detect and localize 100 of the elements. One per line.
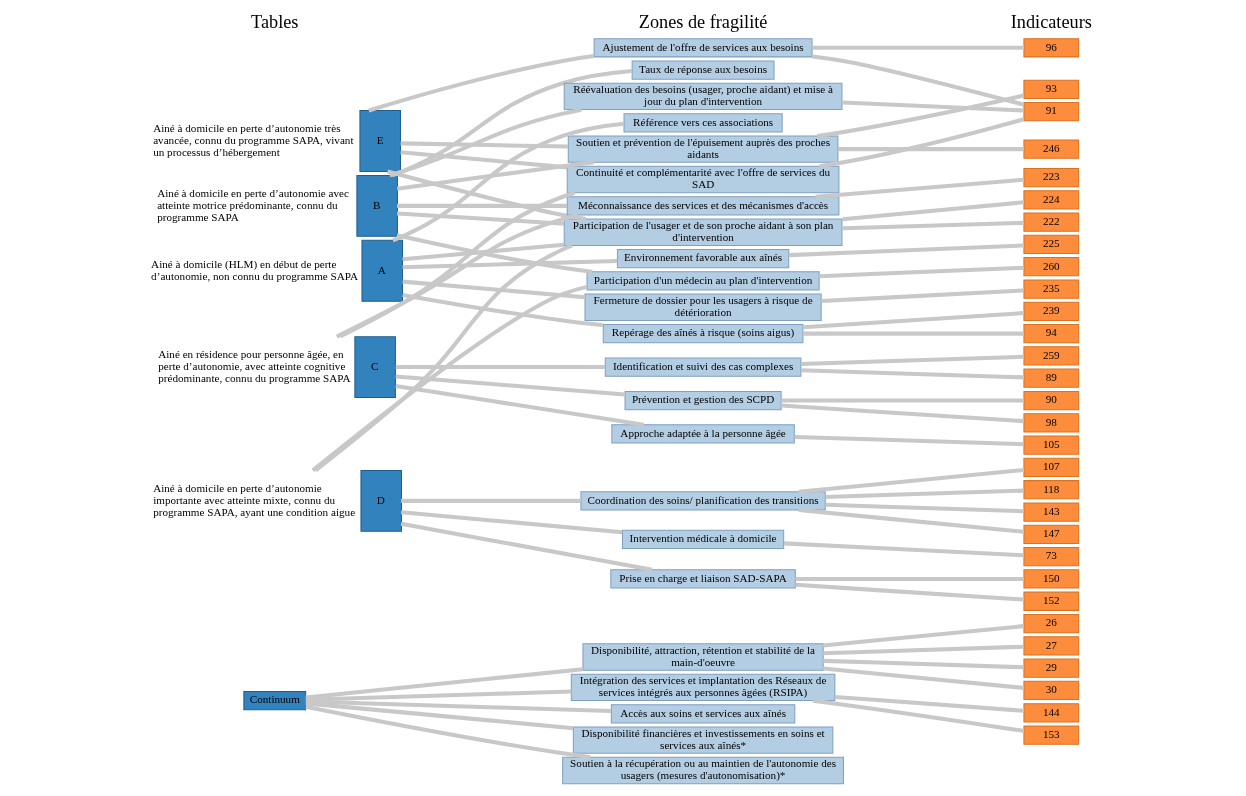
node-box: 153 bbox=[1023, 725, 1080, 745]
node-box: 222 bbox=[1023, 212, 1080, 232]
node-box: Fermeture de dossier pour les usagers à risque de détérioration bbox=[584, 293, 822, 321]
node-box: 152 bbox=[1023, 591, 1080, 611]
node-box: Taux de réponse aux besoins bbox=[631, 60, 775, 80]
connector bbox=[305, 689, 572, 702]
label: Indicateurs bbox=[1010, 11, 1092, 32]
node-box: 235 bbox=[1023, 279, 1080, 299]
connector bbox=[401, 498, 581, 503]
node-box: Coordination des soins/ planification des transitions bbox=[580, 491, 826, 511]
connector bbox=[823, 644, 1024, 656]
node-box: 94 bbox=[1023, 324, 1080, 344]
connector bbox=[812, 698, 1025, 733]
node-box: 225 bbox=[1023, 234, 1080, 255]
node-label: Ainé à domicile (HLM) en début de perte d’autonomie, non connu du programme SAPA bbox=[151, 257, 359, 282]
node-box: Soutien et prévention de l'épuisement auprès des proches aidants bbox=[567, 135, 839, 163]
node-box: 26 bbox=[1023, 613, 1080, 634]
node-box: Continuum bbox=[243, 690, 307, 711]
connector bbox=[795, 576, 1024, 581]
node-box: 89 bbox=[1023, 368, 1080, 388]
connector bbox=[400, 510, 623, 535]
connector bbox=[305, 701, 574, 731]
connector bbox=[823, 666, 1024, 690]
connector bbox=[305, 699, 612, 713]
connector bbox=[311, 284, 588, 472]
connector bbox=[781, 398, 1024, 403]
connector bbox=[305, 704, 591, 760]
connector bbox=[812, 54, 1025, 107]
label: Tables bbox=[251, 11, 299, 32]
node-label: Ainé à domicile en perte d’autonomie avec atteinte motrice prédominante, connu du programme SAPA bbox=[157, 186, 349, 223]
connector bbox=[794, 434, 1024, 447]
connector bbox=[812, 45, 1024, 50]
connector bbox=[816, 93, 1025, 138]
connector bbox=[314, 243, 573, 472]
node-box: Repérage des aînés à risque (soins aigus) bbox=[602, 324, 804, 344]
node-box: 246 bbox=[1023, 139, 1080, 159]
connector bbox=[803, 331, 1024, 336]
node-box: 143 bbox=[1023, 502, 1080, 522]
node-box: Disponibilité financières et investissements en soins et services aux aînés* bbox=[572, 726, 834, 754]
connector bbox=[800, 354, 1024, 366]
node-box: 147 bbox=[1023, 524, 1080, 544]
node-box: 239 bbox=[1023, 301, 1080, 321]
connector bbox=[402, 292, 604, 328]
connector bbox=[396, 233, 593, 274]
connector bbox=[339, 190, 576, 339]
connector bbox=[392, 121, 624, 243]
connector bbox=[798, 508, 1025, 534]
node-box: 224 bbox=[1023, 190, 1080, 210]
node-box: Participation d'un médecin au plan d'intervention bbox=[586, 271, 820, 291]
connector bbox=[396, 211, 565, 226]
connector bbox=[335, 213, 579, 339]
connector bbox=[842, 220, 1024, 231]
connector bbox=[819, 265, 1024, 279]
connector bbox=[397, 203, 568, 208]
label: Zones de fragilité bbox=[638, 11, 768, 32]
node-box: 150 bbox=[1023, 569, 1080, 589]
connector bbox=[823, 658, 1024, 670]
node-box: Ajustement de l'offre de services aux besoins bbox=[593, 38, 813, 58]
connector bbox=[395, 365, 605, 370]
node-box: Identification et suivi des cas complexes bbox=[604, 357, 802, 377]
node-box: Intervention médicale à domicile bbox=[622, 529, 785, 550]
node-box: 144 bbox=[1023, 703, 1080, 723]
node-box: 259 bbox=[1023, 346, 1080, 366]
node-box: 93 bbox=[1023, 79, 1080, 99]
node-box: Continuité et complémentarité avec l'offre de services du SAD bbox=[566, 165, 840, 194]
connector bbox=[389, 107, 582, 178]
connector bbox=[396, 160, 595, 191]
node-box: 96 bbox=[1023, 38, 1080, 58]
connector bbox=[402, 279, 586, 300]
connector bbox=[842, 100, 1024, 113]
connector bbox=[815, 177, 1024, 199]
node-box: 27 bbox=[1023, 636, 1080, 656]
node-box: Intégration des services et implantation des Réseaux de services intégrés aux personnes âgées (RSIPA) bbox=[570, 673, 836, 702]
connector bbox=[387, 169, 587, 222]
connector bbox=[400, 150, 568, 170]
connector bbox=[803, 311, 1025, 330]
node-box: Soutien à la récupération ou au maintien de l'autonomie des usagers (mesures d'autonomisation)* bbox=[562, 756, 844, 785]
node-box: Référence vers ces associations bbox=[623, 113, 783, 133]
node-label: Ainé en résidence pour personne âgée, en perte d’autonomie, avec atteinte cognitive prédominante, connu du programme SAPA bbox=[158, 347, 351, 385]
node-box: Approche adaptée à la personne âgée bbox=[611, 424, 795, 444]
connector bbox=[842, 200, 1024, 222]
node-box: 91 bbox=[1023, 102, 1080, 122]
node-box: 73 bbox=[1023, 547, 1080, 567]
connector bbox=[400, 141, 568, 149]
node-box: Prévention et gestion des SCPD bbox=[624, 390, 782, 411]
connector bbox=[834, 695, 1024, 713]
connector bbox=[402, 259, 618, 270]
node-box: 107 bbox=[1023, 457, 1080, 478]
connector bbox=[391, 69, 633, 178]
node-box: Méconnaissance des services et des mécanismes d'accès bbox=[566, 196, 840, 216]
node-box: Environnement favorable aux aînés bbox=[616, 249, 790, 269]
connector bbox=[798, 467, 1025, 494]
node-box: Accès aux soins et services aux aînés bbox=[610, 704, 796, 724]
node-box: 29 bbox=[1023, 658, 1080, 678]
connector bbox=[825, 502, 1024, 514]
node-box: Participation de l'usager et de son proche aidant à son plan d'intervention bbox=[563, 218, 843, 246]
node-box: Prise en charge et liaison SAD-SAPA bbox=[610, 569, 796, 589]
node-label: Ainé à domicile en perte d’autonomie importante avec atteinte mixte, connu du programme SAPA, ayant une condition aigue bbox=[153, 481, 356, 518]
node-box: 30 bbox=[1023, 680, 1080, 701]
connector bbox=[781, 403, 1024, 424]
